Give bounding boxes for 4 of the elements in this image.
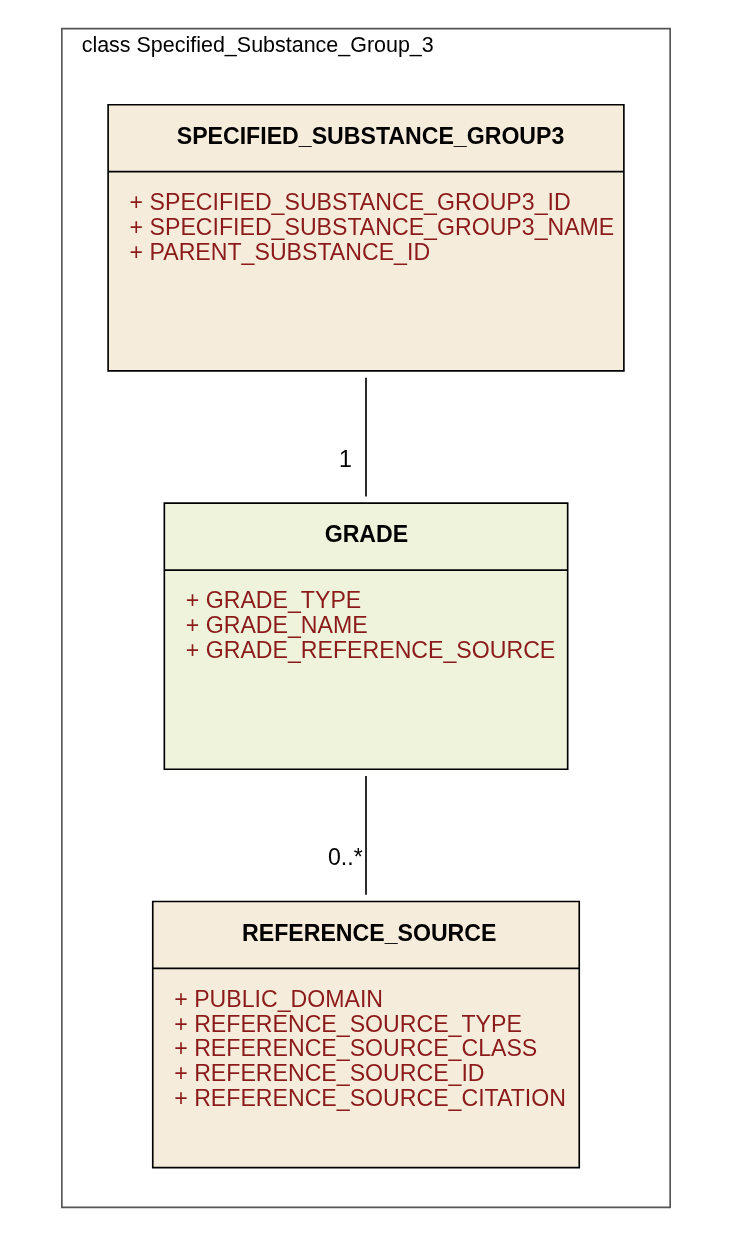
edge-label: 0..* [327, 844, 363, 871]
connector [364, 376, 367, 498]
connector [364, 775, 367, 896]
edge-label: 1 [338, 445, 352, 472]
